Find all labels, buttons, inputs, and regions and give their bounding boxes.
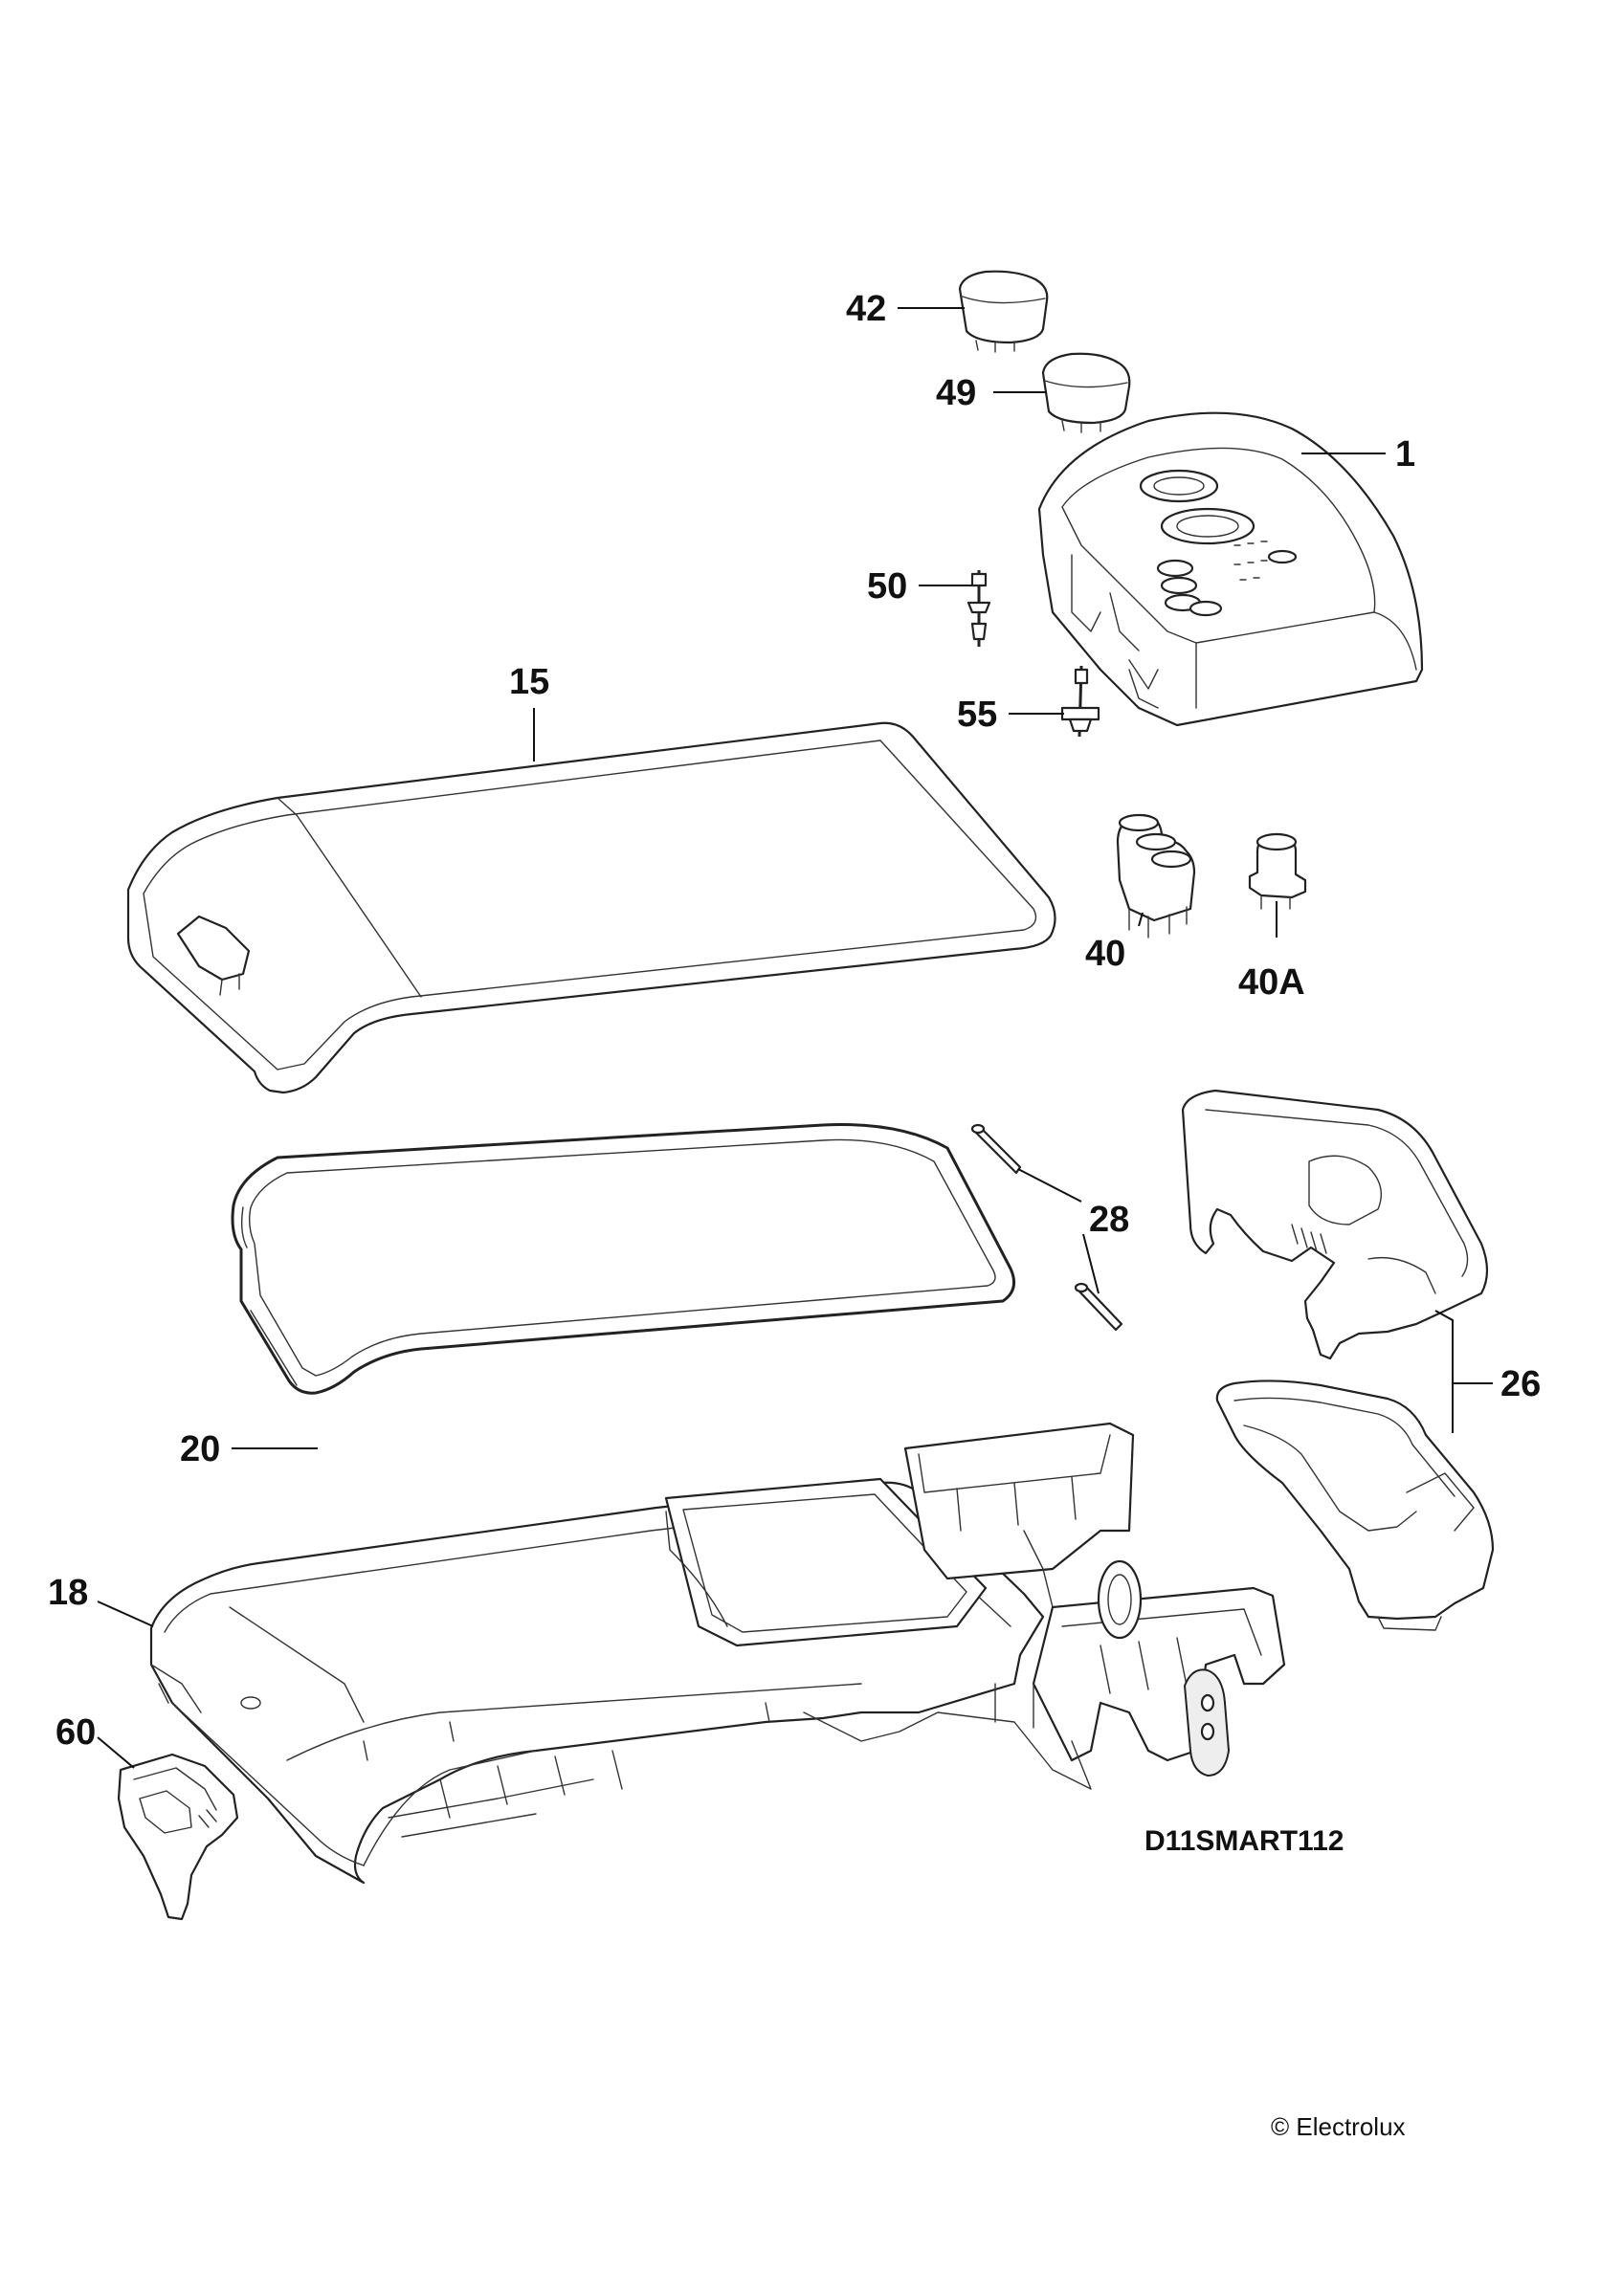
callout-40: 40: [1085, 934, 1126, 974]
copyright-notice: © Electrolux: [1271, 2112, 1406, 2141]
part-49-knob: [1041, 352, 1131, 433]
part-50-pin: [967, 570, 991, 647]
leader-lines: [97, 307, 1493, 1769]
part-40a-switch: [1248, 832, 1307, 910]
callout-1: 1: [1395, 434, 1416, 475]
callout-26: 26: [1500, 1364, 1542, 1404]
callout-49: 49: [936, 373, 977, 413]
part-55-pin: [1060, 665, 1100, 738]
callout-15: 15: [509, 662, 550, 702]
part-1-control-panel: [1037, 411, 1424, 727]
part-20-seal: [231, 1123, 1016, 1395]
diagram-code: D11SMART112: [1144, 1825, 1344, 1857]
callout-20: 20: [180, 1429, 221, 1469]
callout-42: 42: [846, 289, 887, 329]
part-40-switch: [1116, 813, 1196, 938]
part-15-lid: [126, 721, 1056, 1094]
part-60-latch: [117, 1753, 239, 1921]
callout-50: 50: [867, 566, 908, 607]
part-28-hinge-pins: [970, 1123, 1123, 1332]
callout-55: 55: [957, 695, 998, 735]
part-42-knob: [958, 270, 1049, 353]
part-18-base: [149, 1422, 1286, 1885]
callout-60: 60: [56, 1712, 97, 1753]
callout-18: 18: [48, 1573, 89, 1613]
callout-40a: 40A: [1238, 962, 1305, 1003]
callout-28: 28: [1089, 1200, 1130, 1240]
part-26-handle-upper: [1181, 1089, 1489, 1360]
part-26-handle-lower: [1215, 1380, 1495, 1631]
